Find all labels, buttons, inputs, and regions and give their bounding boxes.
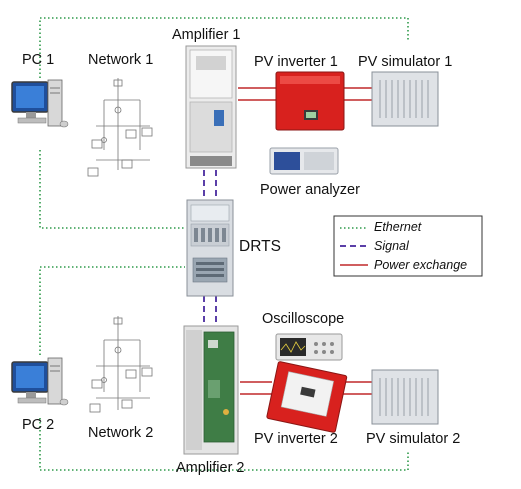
pv-simulator2-device <box>371 369 439 425</box>
power-analyzer-label: Power analyzer <box>260 182 360 198</box>
pv-simulator2-label: PV simulator 2 <box>366 431 461 447</box>
pv-inverter1-device <box>275 71 345 131</box>
legend-ethernet-text: Ethernet <box>374 220 422 234</box>
oscilloscope-device <box>275 333 343 361</box>
signal-links <box>203 170 217 326</box>
pv-inverter1-label: PV inverter 1 <box>254 54 338 70</box>
legend-box <box>333 215 483 277</box>
network2-schematic <box>89 316 153 413</box>
legend-power-text: Power exchange <box>374 258 468 272</box>
legend-signal-text: Signal <box>374 239 409 253</box>
drts-label: DRTS <box>239 238 281 255</box>
pc1-label: PC 1 <box>22 52 55 68</box>
pv-simulator1-device <box>371 71 439 127</box>
pv-inverter2-label: PV inverter 2 <box>254 431 338 447</box>
power-analyzer-device <box>269 147 339 175</box>
network1-schematic <box>87 78 153 177</box>
ethernet-links <box>39 17 409 471</box>
oscilloscope-label: Oscilloscope <box>262 311 345 327</box>
drts-rack <box>186 199 234 297</box>
pc1-computer <box>11 79 69 128</box>
power-links <box>238 87 372 395</box>
pv-inverter2-device <box>266 361 348 433</box>
network2-label: Network 2 <box>88 425 154 441</box>
amplifier1-cabinet <box>185 45 237 169</box>
pc2-label: PC 2 <box>22 417 55 433</box>
amplifier1-label: Amplifier 1 <box>172 27 241 43</box>
amplifier2-cabinet <box>183 325 239 455</box>
pc2-computer <box>11 357 69 406</box>
amplifier2-label: Amplifier 2 <box>176 460 245 476</box>
pv-simulator1-label: PV simulator 1 <box>358 54 453 70</box>
network1-label: Network 1 <box>88 52 154 68</box>
